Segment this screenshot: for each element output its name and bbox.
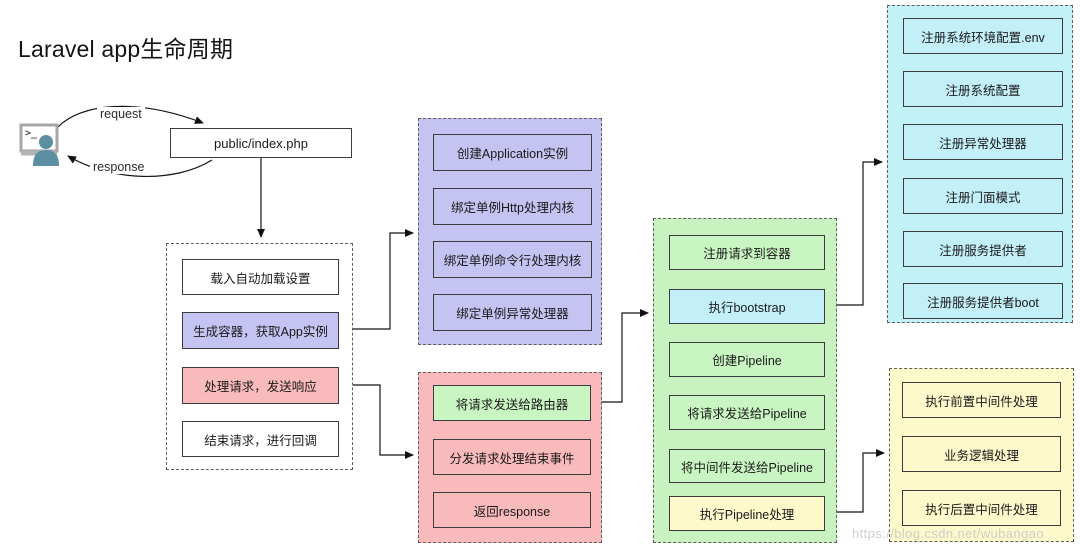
node-create-container-get-app: 生成容器，获取App实例 bbox=[182, 312, 339, 349]
node-register-request-to-container: 注册请求到容器 bbox=[669, 235, 825, 270]
group-middleware-pipeline: 执行前置中间件处理 业务逻辑处理 执行后置中间件处理 bbox=[889, 368, 1074, 542]
node-register-system-config: 注册系统配置 bbox=[903, 71, 1063, 107]
node-create-pipeline: 创建Pipeline bbox=[669, 342, 825, 377]
page-title: Laravel app生命周期 bbox=[18, 36, 234, 62]
node-public-index: public/index.php bbox=[170, 128, 352, 158]
node-business-logic: 业务逻辑处理 bbox=[902, 436, 1061, 472]
group-bootstrap-registrations: 注册系统环境配置.env 注册系统配置 注册异常处理器 注册门面模式 注册服务提… bbox=[887, 5, 1073, 323]
group-app-bootstrap: 创建Application实例 绑定单例Http处理内核 绑定单例命令行处理内核… bbox=[418, 118, 602, 345]
node-register-env-config: 注册系统环境配置.env bbox=[903, 18, 1063, 54]
node-run-pipeline-handling: 执行Pipeline处理 bbox=[669, 496, 825, 531]
response-label: response bbox=[90, 160, 148, 174]
node-bind-exception-handler: 绑定单例异常处理器 bbox=[433, 294, 592, 331]
node-load-autoload-config: 载入自动加载设置 bbox=[182, 259, 339, 295]
node-create-application-instance: 创建Application实例 bbox=[433, 134, 592, 171]
svg-text:>_: >_ bbox=[25, 128, 38, 139]
watermark: https://blog.csdn.net/wubangao bbox=[852, 526, 1044, 541]
node-send-request-to-router: 将请求发送给路由器 bbox=[433, 385, 591, 421]
group-request-handling: 将请求发送给路由器 分发请求处理结束事件 返回response bbox=[418, 372, 602, 543]
group-router-pipeline: 注册请求到容器 执行bootstrap 创建Pipeline 将请求发送给Pip… bbox=[653, 218, 837, 543]
client-terminal-icon: >_ bbox=[16, 120, 68, 170]
node-terminate-request-callback: 结束请求，进行回调 bbox=[182, 421, 339, 457]
node-bind-http-kernel: 绑定单例Http处理内核 bbox=[433, 188, 592, 225]
node-register-facade: 注册门面模式 bbox=[903, 178, 1063, 214]
node-send-request-to-pipeline: 将请求发送给Pipeline bbox=[669, 395, 825, 430]
node-register-exception-handler: 注册异常处理器 bbox=[903, 124, 1063, 160]
node-run-before-middleware: 执行前置中间件处理 bbox=[902, 382, 1061, 418]
group-main-flow: 载入自动加载设置 生成容器，获取App实例 处理请求，发送响应 结束请求，进行回… bbox=[166, 243, 353, 470]
node-run-after-middleware: 执行后置中间件处理 bbox=[902, 490, 1061, 526]
node-boot-service-providers: 注册服务提供者boot bbox=[903, 283, 1063, 319]
node-dispatch-request-handled-event: 分发请求处理结束事件 bbox=[433, 439, 591, 475]
node-handle-request-send-response: 处理请求，发送响应 bbox=[182, 367, 339, 404]
node-bind-console-kernel: 绑定单例命令行处理内核 bbox=[433, 241, 592, 278]
node-return-response: 返回response bbox=[433, 492, 591, 528]
node-send-middleware-to-pipeline: 将中间件发送给Pipeline bbox=[669, 449, 825, 483]
node-run-bootstrap: 执行bootstrap bbox=[669, 289, 825, 324]
node-register-service-providers: 注册服务提供者 bbox=[903, 231, 1063, 267]
request-label: request bbox=[97, 107, 145, 121]
user-silhouette-icon bbox=[33, 135, 59, 166]
